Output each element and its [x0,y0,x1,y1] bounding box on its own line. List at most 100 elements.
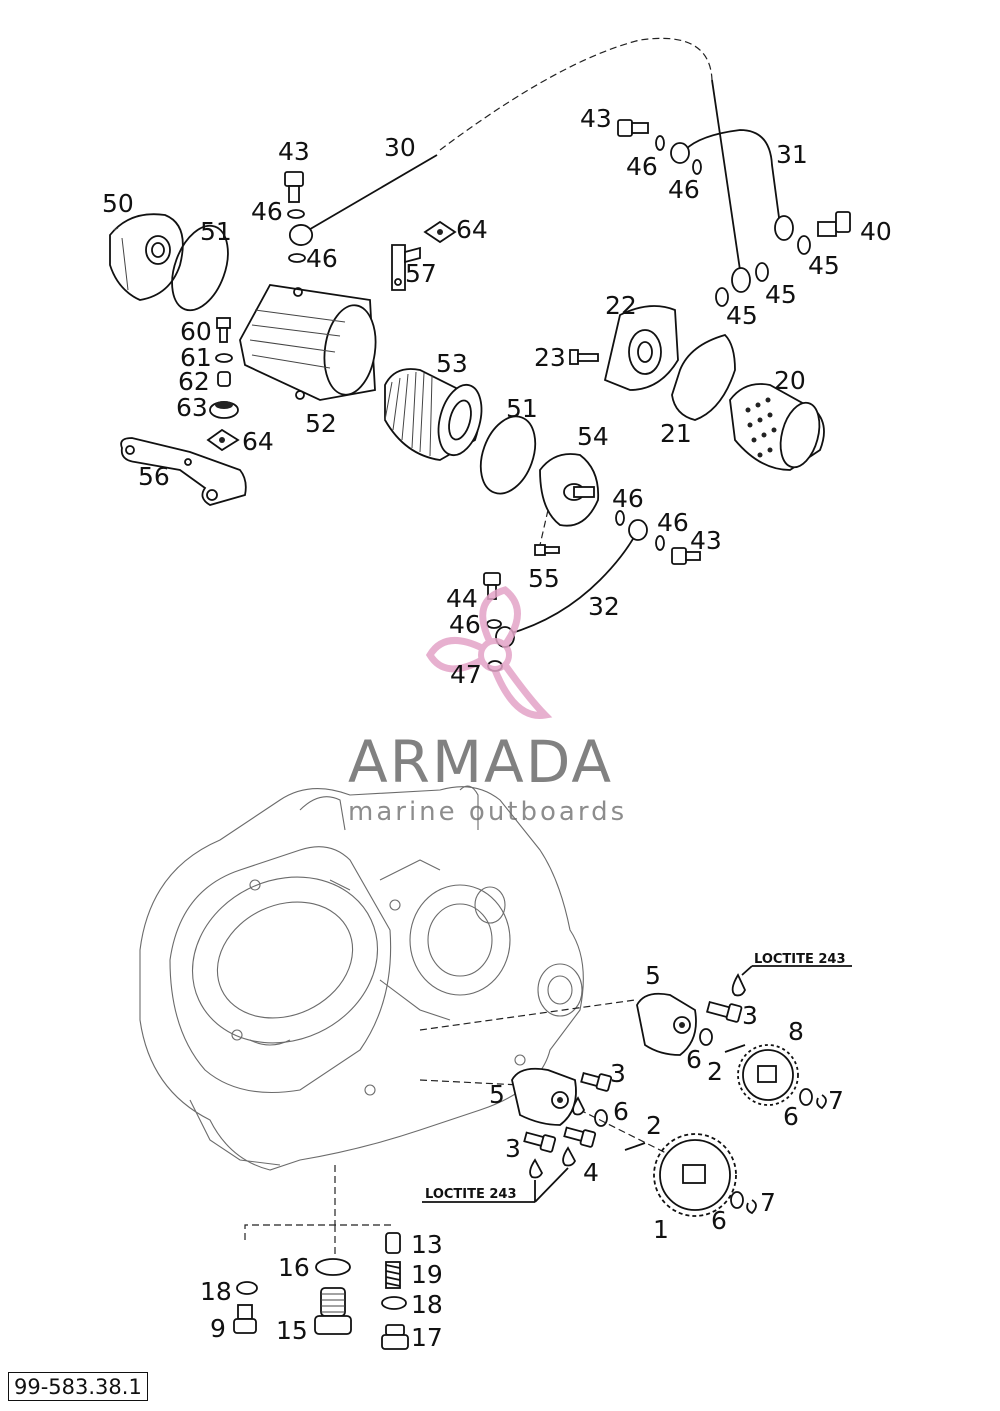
banjo-bolt-40 [817,211,851,237]
leader-dashed-pump-bottom [419,1079,521,1086]
screw-60 [216,317,231,343]
callout-61: 61 [180,343,212,372]
pin-2-upper [724,1044,746,1053]
callout-7: 7 [828,1086,844,1115]
circlip-7-upper [816,1094,827,1110]
oil-pump-cover-5-lower [511,1067,577,1126]
callout-56: 56 [138,462,170,491]
callout-8: 8 [788,1017,804,1046]
bracket-57 [391,244,421,291]
o-ring-51-a [171,224,229,312]
callout-labels: 43 30 46 46 50 51 57 64 60 61 62 63 64 5… [102,104,892,1352]
washer-18-right [381,1296,407,1310]
washer-6-upper-a [699,1028,713,1046]
callout-64: 64 [242,427,274,456]
callout-44: 44 [446,584,478,613]
leader-dashed-55 [539,509,549,546]
washer-18-left [236,1281,258,1295]
callout-6: 6 [783,1102,799,1131]
callout-52: 52 [305,409,337,438]
washer-45-c [715,287,729,307]
callout-1: 1 [653,1215,669,1244]
callout-45: 45 [726,301,758,330]
callout-31: 31 [776,140,808,169]
callout-17: 17 [411,1323,443,1352]
o-ring-16 [315,1258,351,1276]
loctite-drop-icon-d [562,1146,577,1167]
callout-60: 60 [180,317,212,346]
spring-19 [385,1261,401,1289]
loctite-drop-icon-b [572,1096,586,1116]
callout-53: 53 [436,349,468,378]
callout-62: 62 [178,367,210,396]
washer-46-f [655,535,665,551]
callout-19: 19 [411,1260,443,1289]
loctite-leader-bottom [422,1167,569,1203]
callout-2: 2 [707,1057,723,1086]
callout-57: 57 [405,259,437,288]
callout-54: 54 [577,422,609,451]
filter-element-53 [384,368,483,461]
callout-50: 50 [102,189,134,218]
callout-18: 18 [411,1290,443,1319]
clip-64-a [423,220,457,244]
oil-pipe-30 [288,154,438,246]
callout-22: 22 [605,291,637,320]
loctite-note-top: LOCTITE 243 [754,952,846,967]
callout-5: 5 [645,961,661,990]
callout-4: 4 [583,1158,599,1187]
oil-pump-cover-5-upper [636,992,697,1056]
callout-32: 32 [588,592,620,621]
screw-4 [563,1126,597,1148]
callout-9: 9 [210,1314,226,1343]
loctite-leader-top [741,965,852,976]
callout-43: 43 [580,104,612,133]
oil-filter-20 [729,383,825,471]
o-ring-51-b [479,415,537,495]
callout-51: 51 [200,217,232,246]
washer-45-a [797,235,811,255]
callout-18: 18 [200,1277,232,1306]
callout-46: 46 [449,610,481,639]
callout-2: 2 [646,1111,662,1140]
sleeve-62 [217,371,231,387]
callout-46: 46 [626,152,658,181]
callout-3: 3 [742,1001,758,1030]
document-reference-number: 99-583.38.1 [8,1372,148,1401]
callout-46: 46 [306,244,338,273]
screw-55 [534,544,560,556]
callout-55: 55 [528,564,560,593]
plate-56 [120,437,247,506]
crankcase-housing [139,785,584,1171]
callout-6: 6 [686,1045,702,1074]
banjo-bolt-43-top [617,119,649,137]
washer-46-c [655,135,665,151]
grommet-63 [209,401,239,419]
washer-61 [215,353,233,363]
watermark-logo: ARMADA marine outboards [348,586,624,827]
banjo-bolt-43-left [284,171,304,203]
oil-line-vertical [711,79,751,293]
oil-screen-15 [314,1287,352,1335]
callout-13: 13 [411,1230,443,1259]
gasket-21 [671,333,736,421]
callout-20: 20 [774,366,806,395]
washer-6-lower-a [594,1109,608,1127]
washer-6-upper-b [799,1088,813,1106]
loctite-drop-icon-c [529,1158,544,1179]
leader-dashed-30-31 [439,37,713,151]
washer-46-b [288,253,306,263]
pin-2-lower [624,1142,646,1151]
washer-46-g [486,619,502,629]
loctite-drop-icon-a [731,973,746,997]
callout-43: 43 [278,137,310,166]
clip-64-b [206,428,240,452]
leader-dashed-pump-top [419,999,636,1031]
filter-cover-22 [603,305,679,391]
screw-3-lower-b [523,1131,557,1153]
callout-45: 45 [808,251,840,280]
circlip-7-lower [746,1199,757,1215]
callout-51: 51 [506,394,538,423]
filter-housing-52 [239,284,377,401]
